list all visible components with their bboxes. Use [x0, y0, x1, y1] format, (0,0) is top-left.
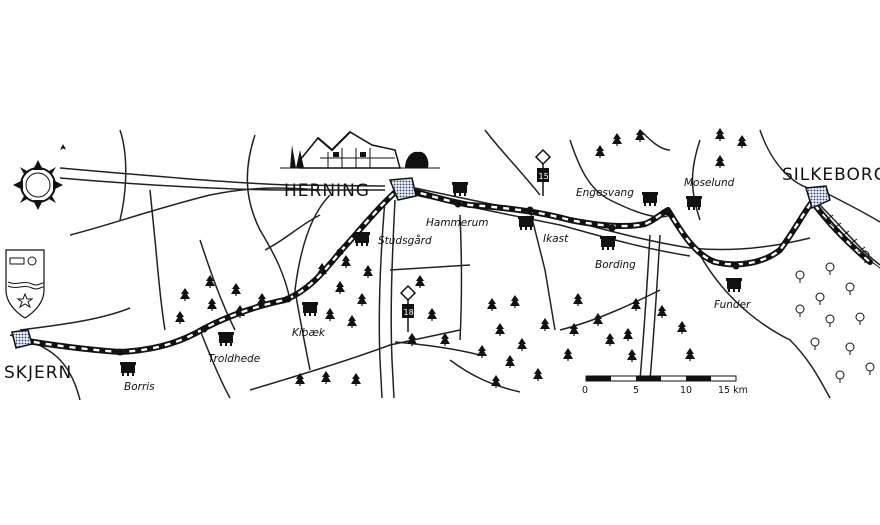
scale-bar: 0 5 10 15 km: [582, 375, 748, 396]
road-number-sign-icon: 15 18: [399, 148, 552, 332]
road-15-label: 15: [539, 172, 549, 181]
station-label-borris: Borris: [124, 381, 155, 393]
station-label-ikast: Ikast: [543, 233, 569, 245]
station-dots: [116, 200, 740, 356]
coat-of-arms-icon: [5, 249, 45, 319]
road-18-label: 18: [404, 308, 414, 317]
station-label-hammerum: Hammerum: [426, 217, 488, 229]
town-block-silkeborg: [805, 185, 831, 210]
town-block-herning: [388, 177, 417, 201]
town-label-herning: HERNING: [284, 181, 370, 201]
station-label-engesvang: Engesvang: [576, 187, 634, 199]
farmhouse-illustration-icon: [280, 131, 440, 169]
scale-tick-5: 5: [633, 385, 639, 396]
station-label-moselund: Moselund: [684, 177, 735, 189]
compass-rose-icon: [13, 144, 66, 210]
scale-tick-10: 10: [680, 385, 692, 396]
town-label-silkeborg: SILKEBORG: [782, 165, 880, 185]
station-label-funder: Funder: [714, 299, 751, 311]
lake-shore: [817, 211, 880, 269]
town-label-skjern: SKJERN: [4, 363, 72, 383]
station-label-bording: Bording: [595, 259, 636, 271]
station-label-studsgard: Studsgård: [378, 234, 432, 247]
scale-tick-15km: 15 km: [718, 385, 748, 396]
town-block-skjern: [11, 329, 33, 349]
deciduous-tree-icon: [795, 250, 875, 384]
station-label-kibaek: Kibæk: [292, 327, 326, 339]
scale-tick-0: 0: [582, 385, 588, 396]
station-label-troldhede: Troldhede: [208, 353, 260, 365]
